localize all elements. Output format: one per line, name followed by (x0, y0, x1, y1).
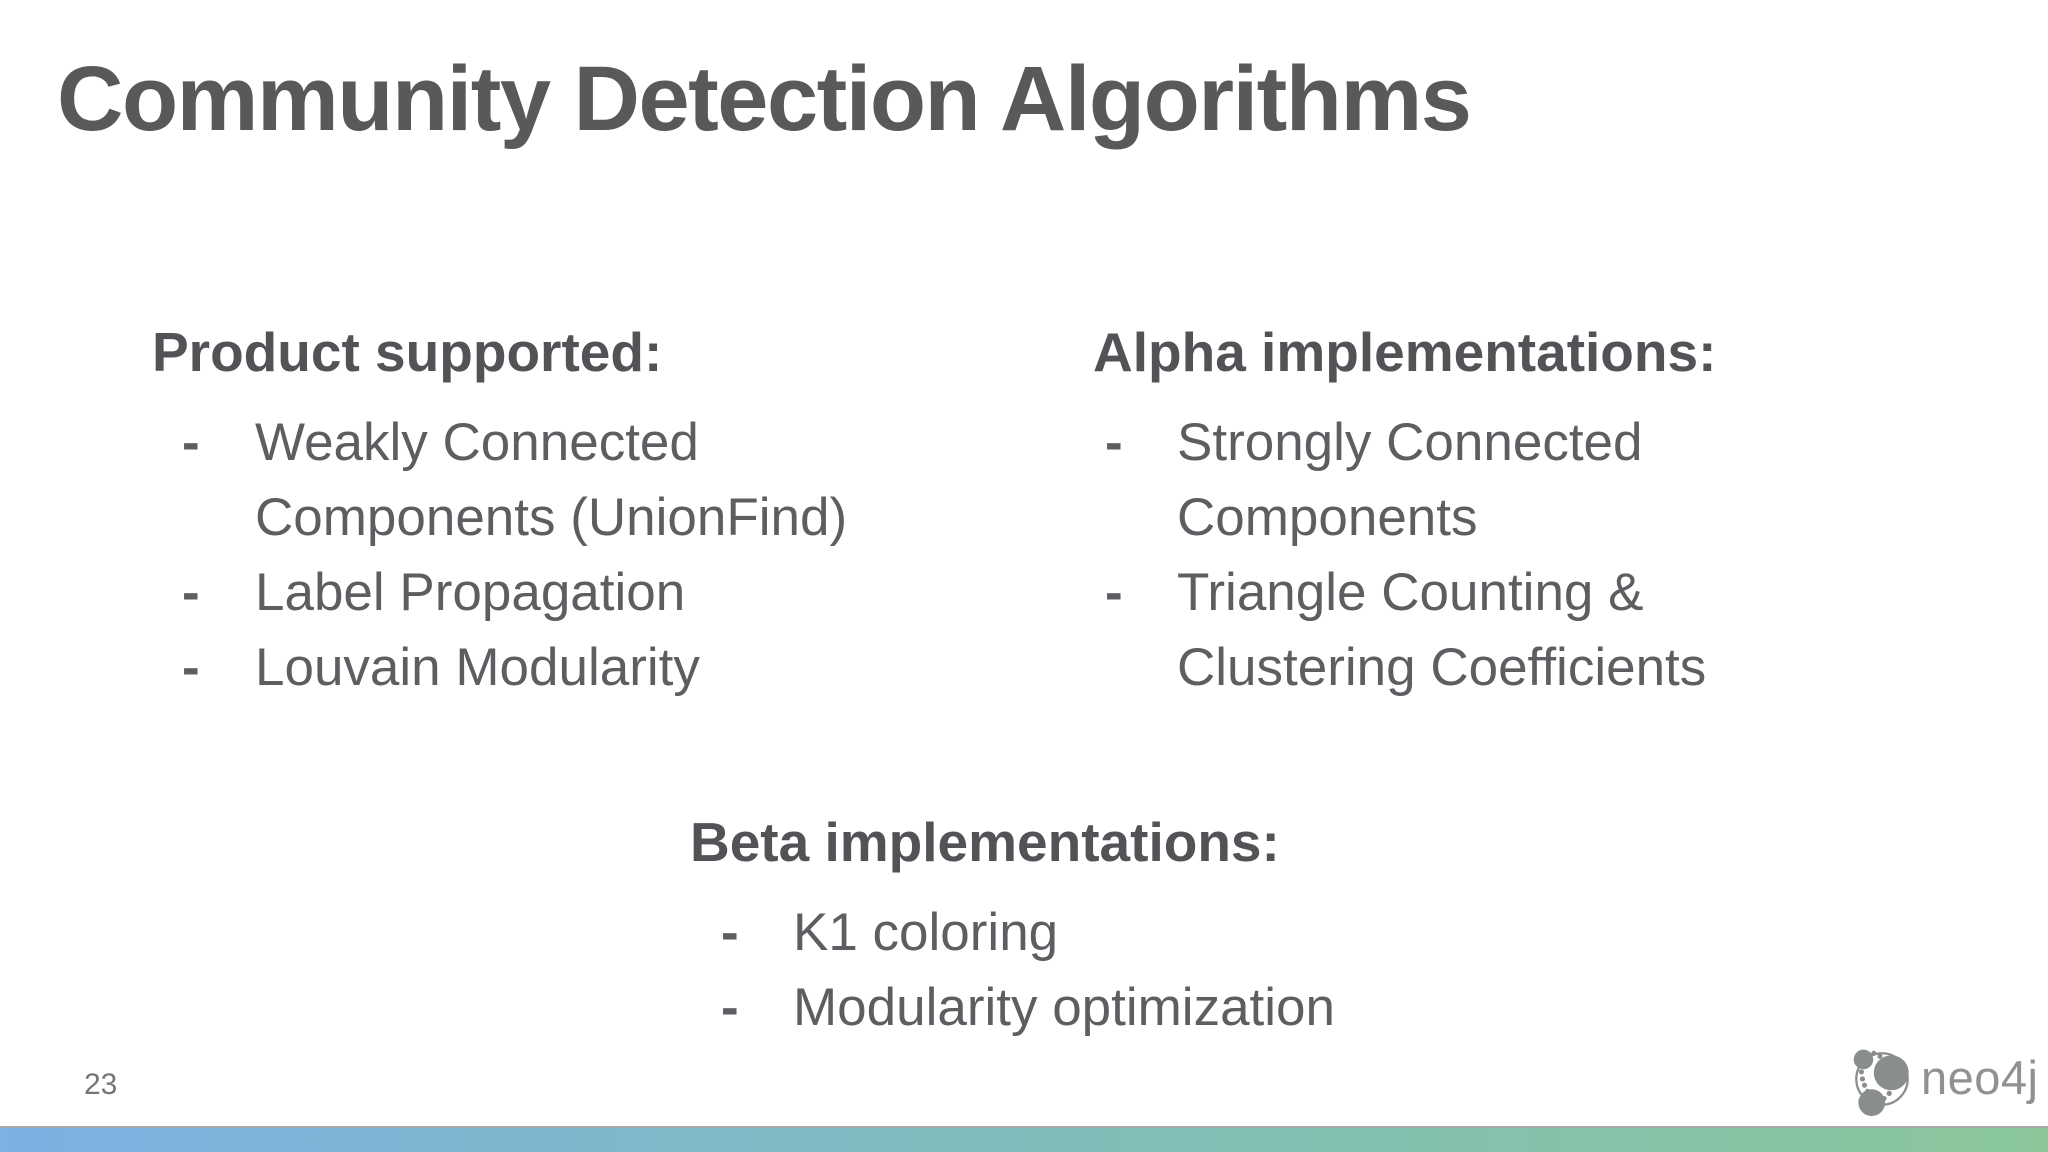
section-heading: Alpha implementations: (1093, 321, 1717, 383)
list-item-text: Strongly Connected Components (1177, 413, 1643, 547)
list-item: - Weakly Connected Components (UnionFind… (152, 405, 1052, 555)
list-item-text: Louvain Modularity (255, 638, 700, 697)
bullet-dash: - (182, 638, 200, 697)
section-alpha-implementations: Alpha implementations: - Strongly Connec… (1093, 316, 2013, 705)
neo4j-graph-icon (1853, 1049, 1909, 1116)
list-item: - Modularity optimization (690, 970, 1690, 1045)
bullet-dash: - (1105, 413, 1123, 472)
section-heading: Beta implementations: (690, 811, 1280, 873)
list-item: - Triangle Counting & Clustering Coeffic… (1093, 555, 2013, 705)
list-item-text: Label Propagation (255, 563, 686, 622)
list-item: - Strongly Connected Components (1093, 405, 2013, 555)
page-number: 23 (84, 1068, 118, 1101)
list-item-text: Modularity optimization (793, 978, 1336, 1037)
list-item-text: Triangle Counting & Clustering Coefficie… (1177, 563, 1707, 697)
neo4j-logo-text: neo4j (1921, 1050, 2039, 1104)
section-beta-implementations: Beta implementations: - K1 coloring - Mo… (690, 806, 1690, 1045)
bottom-gradient-bar (0, 1126, 2048, 1152)
bullet-dash: - (182, 413, 200, 472)
list-item-text: Weakly Connected Components (UnionFind) (255, 413, 848, 547)
bullet-dash: - (721, 903, 739, 962)
section-product-supported: Product supported: - Weakly Connected Co… (152, 316, 1052, 705)
list-item-text: K1 coloring (793, 903, 1059, 962)
bullet-dash: - (1105, 563, 1123, 622)
list-item: - Louvain Modularity (152, 630, 1052, 705)
section-heading: Product supported: (152, 321, 663, 383)
bullet-dash: - (721, 978, 739, 1037)
neo4j-logo: neo4j (1846, 1044, 2039, 1116)
slide-title: Community Detection Algorithms (57, 48, 1472, 150)
list-item: - K1 coloring (690, 895, 1690, 970)
list-item: - Label Propagation (152, 555, 1052, 630)
bullet-dash: - (182, 563, 200, 622)
